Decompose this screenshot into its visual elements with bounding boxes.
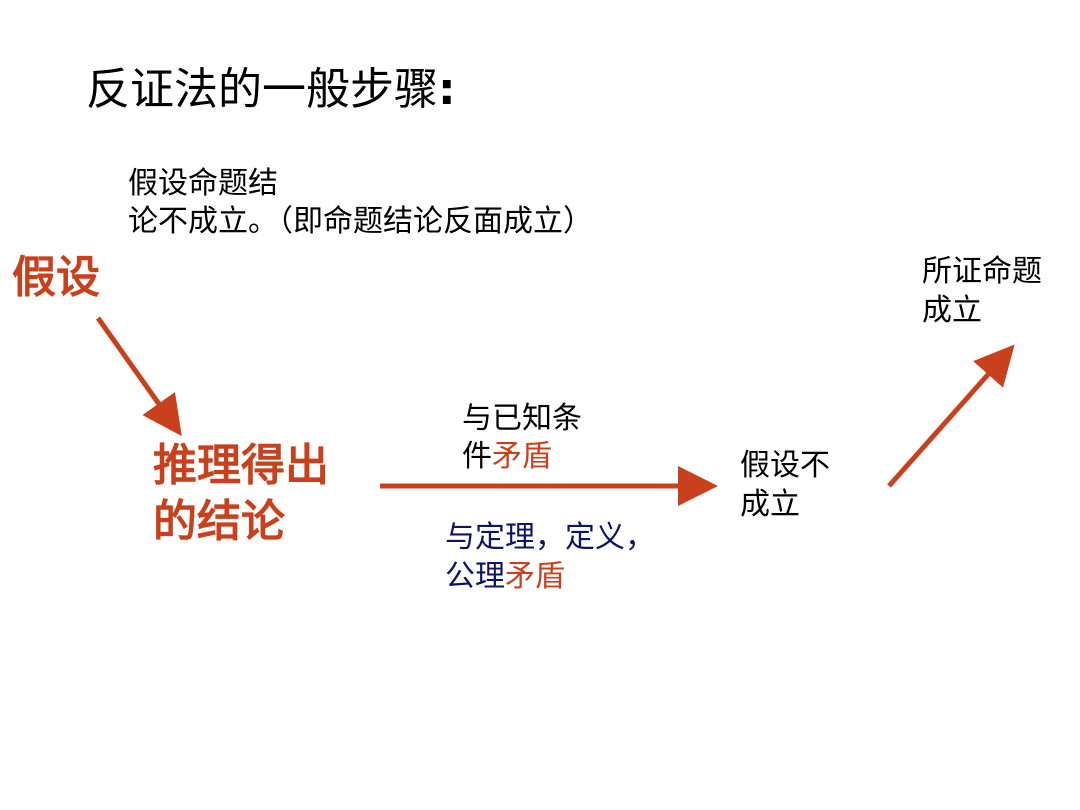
- assumption-note: 假设命题结 论不成立。（即命题结论反面成立）: [128, 165, 593, 242]
- proven-line-1: 所证命题: [922, 254, 1042, 289]
- derive-line-1: 推理得出: [153, 440, 329, 491]
- arrow-assume-to-derive: [95, 316, 182, 437]
- known-line-2: 件矛盾: [462, 439, 552, 475]
- node-proposition-proven: 所证命题 成立: [922, 252, 1042, 330]
- derive-line-2: 的结论: [153, 495, 285, 547]
- known-line-1: 与已知条: [462, 401, 582, 436]
- not-valid-line-1: 假设不: [740, 448, 830, 483]
- edge-label-known-conditions: 与已知条 件矛盾: [462, 400, 582, 477]
- node-assumption-invalid: 假设不 成立: [740, 446, 830, 524]
- theorem-contradiction: 矛盾: [505, 559, 565, 594]
- node-derive-conclusion: 推理得出 的结论: [153, 438, 329, 550]
- note-line-1: 假设命题结: [128, 166, 278, 201]
- theorem-line-2: 公理矛盾: [445, 559, 565, 594]
- arrow-invalid-to-proven: [887, 344, 1015, 488]
- title-colon: :: [438, 64, 456, 115]
- slide-title: 反证法的一般步骤:: [86, 64, 456, 115]
- not-valid-line-2: 成立: [740, 487, 800, 522]
- theorem-line-1: 与定理，定义，: [445, 520, 655, 555]
- edge-label-theorems: 与定理，定义， 公理矛盾: [445, 518, 655, 596]
- known-contradiction: 矛盾: [492, 439, 552, 475]
- proven-line-2: 成立: [922, 293, 982, 328]
- node-assume: 假设: [12, 252, 100, 303]
- note-line-2: 论不成立。（即命题结论反面成立）: [128, 204, 593, 240]
- note-paren: （即命题结论反面成立）: [278, 204, 593, 240]
